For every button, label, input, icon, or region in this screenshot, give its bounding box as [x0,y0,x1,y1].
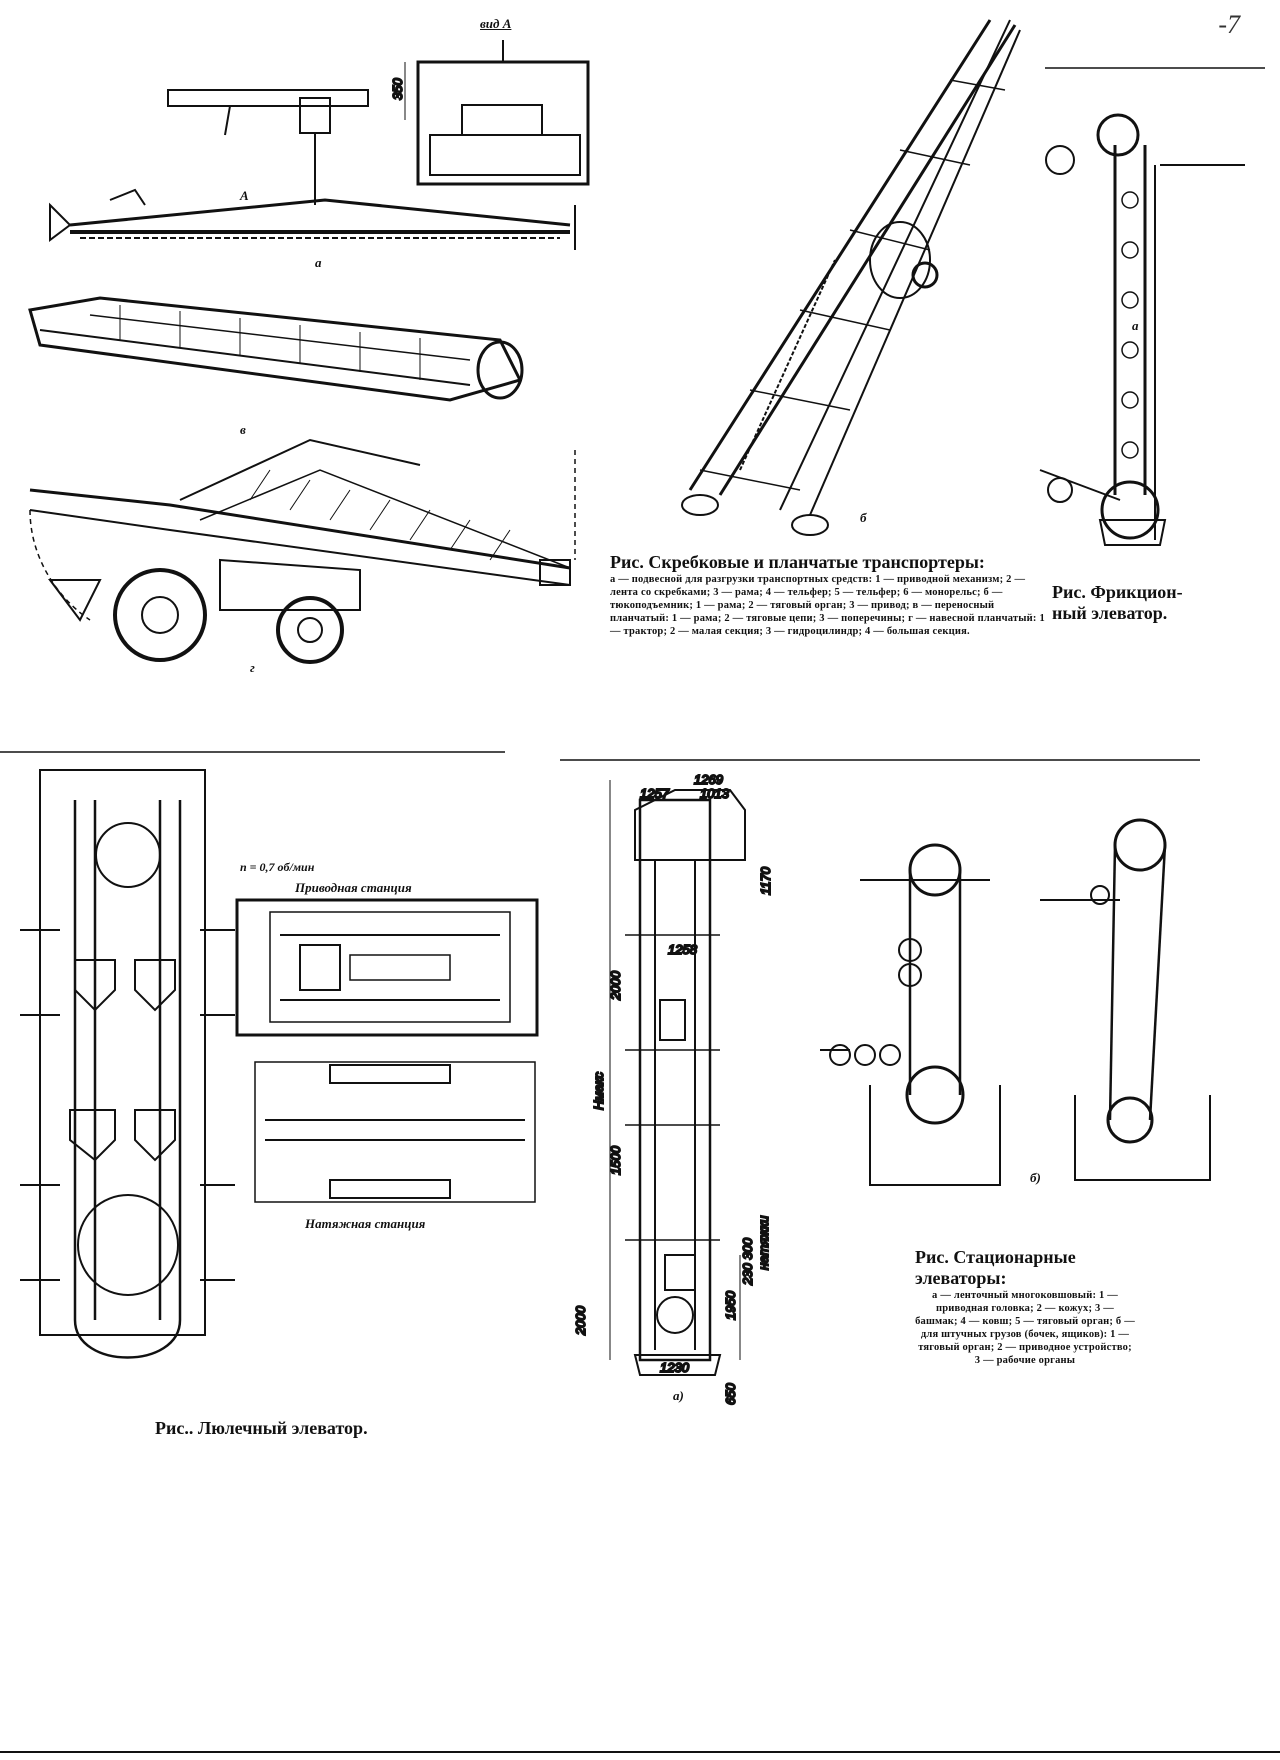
dim-650: 650 [723,1383,738,1405]
cradle-caption-title: Рис.. Люлечный элеватор. [155,1418,368,1438]
cradle-caption: Рис.. Люлечный элеватор. [155,1418,475,1439]
portable-slat-conveyor-drawing [28,296,524,402]
friction-caption: Рис. Фрикцион- ный элеватор. [1052,582,1252,624]
page-number: -7 [1218,10,1240,39]
scraper-caption: Рис. Скребковые и планчатые транспортеры… [610,552,1050,638]
tractor-mounted-conveyor-drawing [29,438,576,664]
sub-b-label: б [860,510,867,525]
cradle-speed-label: n = 0,7 об/мин [240,860,315,874]
tension-station-label: Натяжная станция [305,1216,426,1231]
dim-1013: 1013 [700,786,730,801]
suspended-conveyor-drawing [49,40,590,250]
dim-1257: 1257 [640,786,670,801]
scraper-caption-title: Рис. Скребковые и планчатые транспортеры… [610,552,985,572]
sub-v-label: в [240,422,246,437]
stationary-caption-body: а — ленточный многоковшовый: 1 — приводн… [915,1290,1135,1366]
stationary-caption: Рис. Стационарные элеваторы: а — ленточн… [915,1247,1135,1367]
cradle-elevator-drawing [20,769,539,1359]
scraper-caption-body: а — подвесной для разгрузки транспортных… [610,574,1045,637]
stationary-sub-b-label: б) [1030,1170,1041,1185]
stationary-elevators-drawing [820,818,1211,1186]
view-a-label: вид А [480,16,512,31]
friction-elevator-drawing [1039,113,1245,546]
dim-2000-upper: 2000 [608,970,623,1001]
arrow-a-label: А [240,188,249,203]
dim-hmax: Нмакс [591,1071,606,1110]
dim-1950: 1950 [723,1290,738,1320]
dim-1170: 1170 [758,866,773,895]
stationary-caption-title: Рис. Стационарные элеваторы: [915,1247,1076,1288]
bucket-sub-a-label: а) [673,1388,684,1403]
sub-g-label: г [250,660,255,675]
dim-1258: 1258 [668,942,698,957]
sub-a-label: а [315,255,322,270]
dim-tension: натяжки [756,1216,771,1270]
dim-230-300: 230 300 [740,1237,755,1286]
dim-1500: 1500 [608,1145,623,1175]
dim-2000-lower: 2000 [573,1305,588,1336]
dim-1269: 1269 [694,772,723,787]
bucket-elevator-drawing [609,780,746,1376]
bale-lifter-drawing [681,19,1021,536]
dim-1230: 1230 [660,1360,690,1375]
drive-station-label: Приводная станция [295,880,412,895]
friction-caption-title: Рис. Фрикцион- ный элеватор. [1052,582,1183,623]
dim-350: 350 [390,78,405,100]
friction-a-label: а [1132,318,1139,333]
